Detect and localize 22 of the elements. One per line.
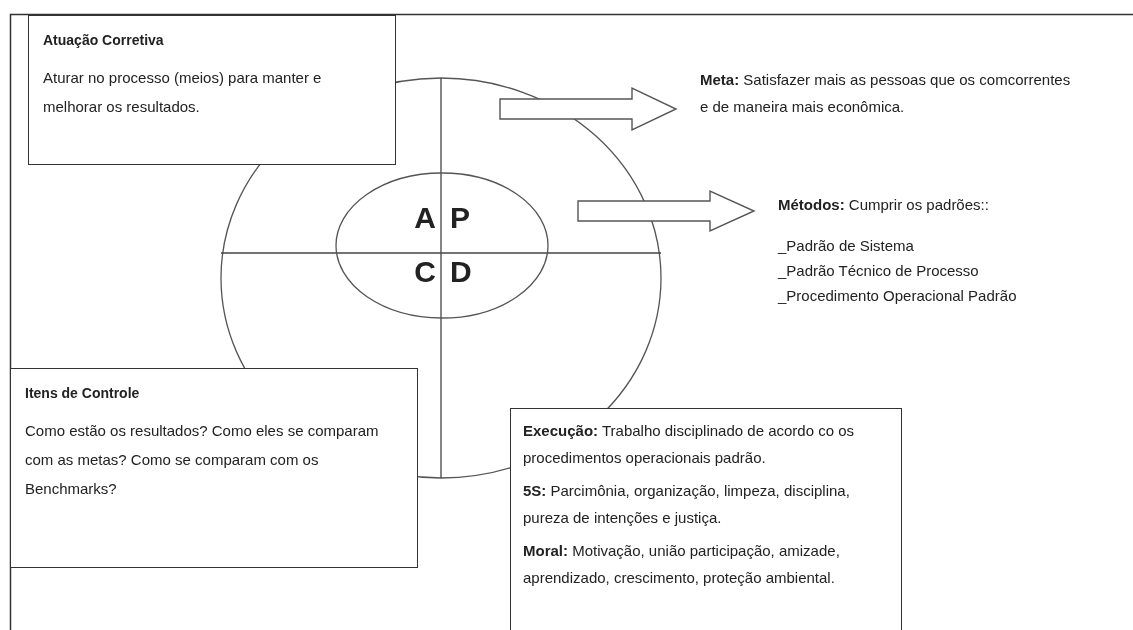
- list-item: _Procedimento Operacional Padrão: [778, 286, 1018, 306]
- box-text: Como estão os resultados? Como eles se comparam com as metas? Como se comparam com os Benchmarks?: [25, 421, 380, 499]
- box-heading: Atuação Corretiva: [43, 31, 165, 50]
- list-item: _Padrão Técnico de Processo: [778, 261, 980, 281]
- note-box: [510, 408, 902, 630]
- list-item: _Padrão de Sistema: [778, 236, 915, 256]
- block-arrow: [577, 189, 756, 233]
- pdca-ellipse: [336, 173, 548, 318]
- note-box: [28, 15, 396, 165]
- quadrant-letter: A: [414, 201, 436, 234]
- goal-text: Meta: Satisfazer mais as pessoas que os comcorrentes e de maneira mais econômica.: [700, 70, 1072, 117]
- quadrant-letter: P: [450, 201, 470, 234]
- quadrant-letter: D: [450, 255, 472, 288]
- note-box: [10, 368, 418, 568]
- box-text: 5S: Parcimônia, organização, limpeza, disciplina, pureza de intenções e justiça.: [523, 481, 851, 528]
- block-arrow: [499, 86, 678, 132]
- box-heading: Itens de Controle: [25, 384, 141, 403]
- box-text: Execução: Trabalho disciplinado de acordo co os procedimentos operacionais padrão.: [523, 421, 856, 468]
- box-text: Moral: Motivação, união participação, amizade, aprendizado, crescimento, proteção ambiental.: [523, 541, 841, 588]
- quadrant-letter: C: [414, 255, 436, 288]
- box-text: Aturar no processo (meios) para manter e melhorar os resultados.: [43, 68, 323, 117]
- methods-text: Métodos: Cumprir os padrões::: [778, 195, 990, 215]
